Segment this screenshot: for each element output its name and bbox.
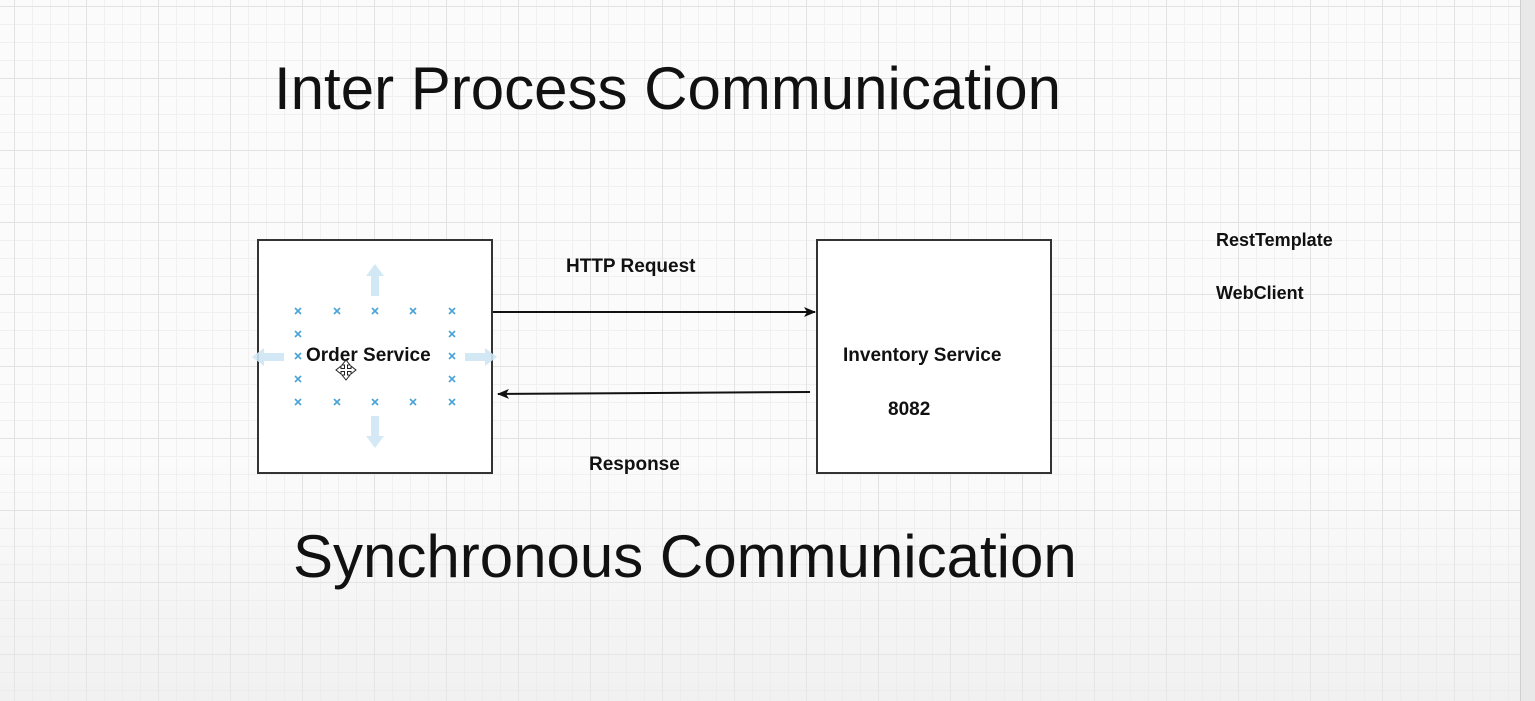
- http-request-label[interactable]: HTTP Request: [566, 256, 696, 277]
- move-cursor-icon: [335, 359, 357, 381]
- order-service-label[interactable]: Order Service: [306, 345, 431, 366]
- inventory-service-port[interactable]: 8082: [888, 399, 931, 420]
- scrollbar-track[interactable]: [1520, 0, 1535, 701]
- response-label[interactable]: Response: [589, 454, 680, 475]
- diagram-title[interactable]: Inter Process Communication: [274, 55, 1061, 122]
- inventory-service-label[interactable]: Inventory Service: [843, 345, 1002, 366]
- diagram-subtitle[interactable]: Synchronous Communication: [293, 523, 1077, 590]
- selection-handle-icon[interactable]: [294, 307, 456, 406]
- inventory-service-box[interactable]: Inventory Service 8082: [816, 239, 1052, 474]
- connection-arrow-icon[interactable]: [252, 264, 497, 448]
- note-rest-template[interactable]: RestTemplate: [1216, 230, 1333, 250]
- note-web-client[interactable]: WebClient: [1216, 283, 1304, 303]
- response-arrow[interactable]: [497, 388, 811, 399]
